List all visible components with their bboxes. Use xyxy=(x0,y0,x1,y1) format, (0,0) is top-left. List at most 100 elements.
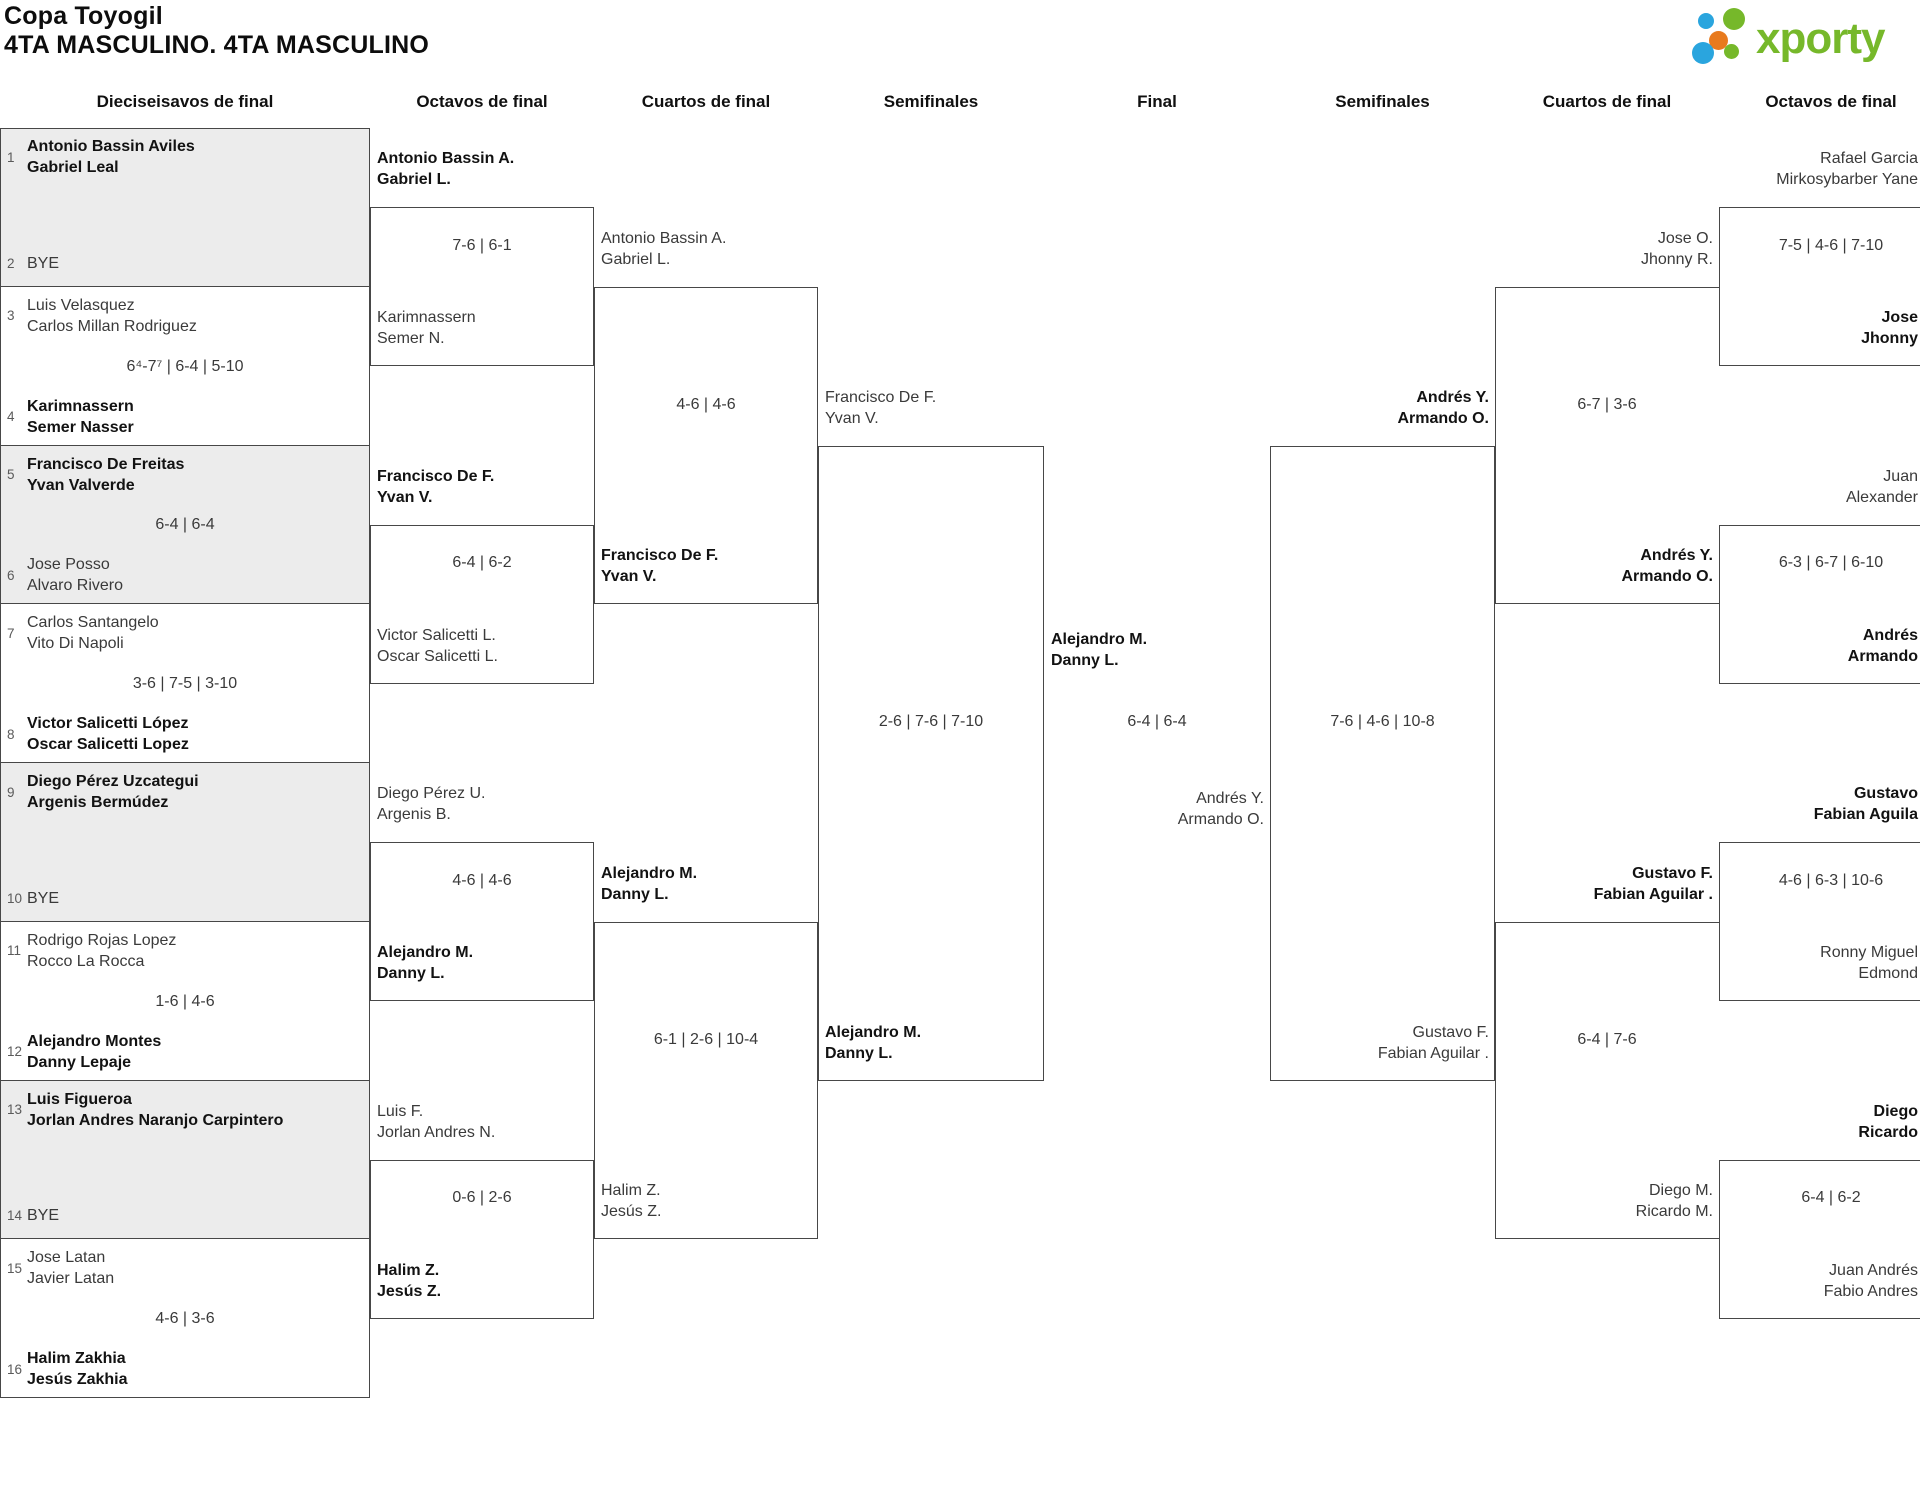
team-name-line: Antonio Bassin A. xyxy=(601,229,727,247)
team-name-line: Alejandro M. xyxy=(377,944,474,962)
tournament-title: Copa Toyogil xyxy=(4,2,163,30)
logo-dot-small-green xyxy=(1724,44,1739,59)
bye-label: BYE xyxy=(27,888,317,909)
seed-number: 3 xyxy=(7,308,15,324)
team-name-line: Halim Zakhia xyxy=(27,1350,126,1367)
round1-match-box xyxy=(0,1239,370,1398)
team-name-line: Danny Lepaje xyxy=(27,1053,132,1071)
seed-number: 8 xyxy=(7,726,15,742)
team-name-line: Alejandro M. xyxy=(1051,631,1148,648)
team-name-line: Armando O. xyxy=(1177,811,1264,828)
team-name-line: Edmond xyxy=(1858,965,1918,983)
match-score: 6-7 | 3-6 xyxy=(1577,395,1637,413)
seed-number: 5 xyxy=(7,467,15,482)
round1-match-box xyxy=(0,763,370,922)
team-name-line: Andrés xyxy=(1862,626,1918,644)
team-name-line: Juan Andrés xyxy=(1829,1261,1918,1279)
match-box xyxy=(1495,286,1719,605)
team-name-line: Javier Latan xyxy=(27,1270,115,1288)
match-box xyxy=(370,1159,594,1319)
team-name-line: Andrés Y. xyxy=(1196,790,1264,807)
team-name-line: Semer Nasser xyxy=(27,418,134,436)
category-title: 4TA MASCULINO. 4TA MASCULINO xyxy=(4,31,430,59)
team-name-line: Jhonny xyxy=(1861,330,1918,348)
team-name: Diego M.Ricardo M. xyxy=(1423,1180,1713,1222)
seed-number: 4 xyxy=(7,409,15,424)
match-box xyxy=(1719,842,1920,1002)
round-header: Final xyxy=(1137,92,1177,111)
round-header: Dieciseisavos de final xyxy=(96,92,274,111)
team-name-line: Jesús Z. xyxy=(377,1282,442,1300)
team-name-line: BYE xyxy=(27,889,60,907)
team-name: Francisco De F.Yvan V. xyxy=(377,466,667,508)
team-name-line: Ronny Miguel xyxy=(1820,944,1918,962)
team-name-line: Rodrigo Rojas Lopez xyxy=(27,931,177,949)
team-name-line: Armando O. xyxy=(1621,568,1713,586)
match-score: 1-6 | 4-6 xyxy=(155,992,215,1010)
round-header: Octavos de final xyxy=(1765,92,1897,111)
team-name: Victor Salicetti L.Oscar Salicetti L. xyxy=(377,625,667,667)
round-header: Semifinales xyxy=(1335,92,1430,111)
team-name-line: Argenis B. xyxy=(377,806,451,824)
team-name-line: Alejandro Montes xyxy=(27,1032,162,1050)
team-name-line: Yvan V. xyxy=(825,409,879,427)
team-name-line: Carlos Millan Rodriguez xyxy=(27,317,197,335)
team-name-line: Diego Pérez Uzcategui xyxy=(27,773,199,790)
seed-number: 15 xyxy=(7,1260,23,1276)
match-box xyxy=(594,286,818,605)
round1-match-box xyxy=(0,1080,370,1240)
seed-number: 6 xyxy=(7,567,15,583)
bye-label: BYE xyxy=(27,253,317,274)
round-header: Cuartos de final xyxy=(1542,92,1672,111)
team-name-line: Francisco De F. xyxy=(825,388,937,406)
match-box xyxy=(1270,445,1495,1081)
round1-match-box xyxy=(0,604,370,763)
match-score: 3-6 | 7-5 | 3-10 xyxy=(132,675,238,693)
team-name: Halim Z.Jesús Z. xyxy=(601,1180,891,1222)
team-name: Diego Pérez U.Argenis B. xyxy=(377,783,667,825)
seed-number: 16 xyxy=(7,1361,23,1377)
round-header: Cuartos de final xyxy=(641,92,771,111)
seed-number: 11 xyxy=(7,943,22,959)
team-name-line: Danny L. xyxy=(1051,652,1119,669)
team-name-line: Antonio Bassin Aviles xyxy=(27,138,195,155)
match-score: 2-6 | 7-6 | 7-10 xyxy=(878,713,984,730)
team-name-line: Danny L. xyxy=(377,965,445,983)
team-name: Jose O.Jhonny R. xyxy=(1423,228,1713,270)
logo-dot-small-blue xyxy=(1698,13,1714,29)
bye-label: BYE xyxy=(27,1205,317,1226)
logo-dot-large-blue xyxy=(1692,42,1714,64)
team-name-line: Halim Z. xyxy=(377,1261,440,1279)
team-name-line: Fabian Aguila xyxy=(1813,806,1918,824)
team-name-line: Mirkosybarber Yane xyxy=(1776,171,1918,189)
team-name-line: Yvan V. xyxy=(377,488,433,506)
match-box xyxy=(1495,921,1719,1240)
match-box xyxy=(1719,1159,1920,1319)
team-name-line: Jesús Zakhia xyxy=(27,1371,128,1388)
team-name-line: Halim Z. xyxy=(601,1182,661,1200)
team-name-line: Karimnassern xyxy=(377,309,476,327)
seed-number: 7 xyxy=(7,625,15,641)
match-score: 6-4 | 6-2 xyxy=(1801,1189,1861,1207)
team-name-line: Armando O. xyxy=(1397,409,1489,427)
match-score: 4-6 | 6-3 | 10-6 xyxy=(1778,871,1884,889)
team-name-line: Fabian Aguilar . xyxy=(1593,885,1713,903)
team-name-line: Danny L. xyxy=(601,885,669,903)
team-name-line: Gustavo F. xyxy=(1632,864,1713,882)
team-name-line: Carlos Santangelo xyxy=(27,614,159,632)
round1-match-box xyxy=(0,445,370,605)
